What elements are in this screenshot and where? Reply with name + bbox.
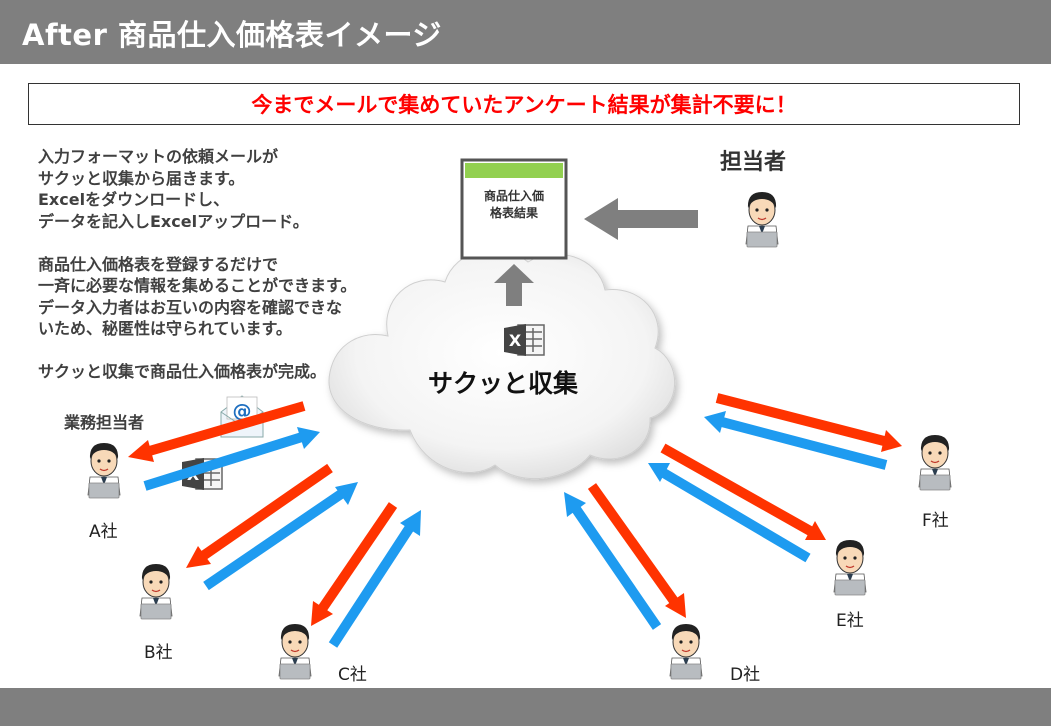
description-line: サクッと収集から届きます。 [38,168,245,188]
company-a-person-icon [87,442,121,499]
headline-text: 今までメールで集めていたアンケート結果が集計不要に！ [251,93,797,117]
staff-label: 業務担当者 [64,413,145,432]
blue-arrows [143,411,888,648]
result-document-icon [460,158,568,260]
company-f-person-icon [918,434,952,491]
company-e-person-icon [833,539,867,596]
description-line: 商品仕入価格表を登録するだけで [38,254,279,274]
company-a-label: A社 [89,522,118,542]
description-line: データ入力者はお互いの内容を確認できな [38,297,343,317]
header-bar: After 商品仕入価格表イメージ [0,0,1051,64]
company-e-label: E社 [836,611,864,631]
document-to-manager-arrow [584,198,698,240]
svg-text:@: @ [233,400,252,422]
page-title: After 商品仕入価格表イメージ [22,18,442,52]
company-b-label: B社 [144,643,173,663]
description-line: 入力フォーマットの依頼メールが [38,147,279,166]
red-arrows [128,393,902,626]
company-b-person-icon [139,563,173,620]
manager-label: 担当者 [720,150,787,175]
description-line: 一斉に必要な情報を集めることができます。 [38,276,357,295]
manager-person-icon [745,191,779,248]
description-block: 入力フォーマットの依頼メールが サクッと収集から届きます。 Excelをダウンロ… [38,146,428,383]
company-f-label: F社 [922,511,949,531]
headline-banner: 今までメールで集めていたアンケート結果が集計不要に！ [28,83,1020,125]
description-line: Excelをダウンロードし、 [38,190,230,209]
company-d-label: D社 [730,665,761,685]
result-document-line: 商品仕入価 [483,189,544,203]
result-document-line: 格表結果 [489,206,538,220]
company-c-label: C社 [338,665,367,685]
description-line: いため、秘匿性は守られています。 [38,319,292,338]
result-document-title: 商品仕入価 格表結果 [464,188,564,222]
description-line: サクッと収集で商品仕入価格表が完成。 [38,362,327,381]
cloud-label: サクッと収集 [428,369,579,398]
cloud-icon [328,248,676,479]
excel-icon [503,323,545,357]
company-c-person-icon [278,623,312,680]
cloud-to-document-arrow [494,264,534,306]
footer-bar [0,688,1051,726]
company-d-person-icon [669,623,703,680]
description-line: データを記入しExcelアップロード。 [38,211,309,231]
